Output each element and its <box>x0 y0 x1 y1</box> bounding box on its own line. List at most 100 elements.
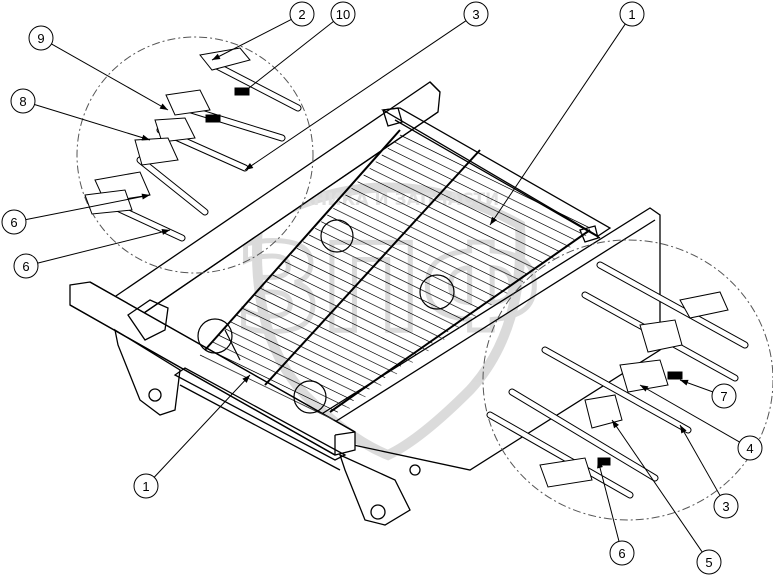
detail-circle-c <box>419 274 455 310</box>
leader-arrow-c4-right <box>640 385 649 392</box>
sieve-slat <box>387 148 575 240</box>
callout-c1-top: 1 <box>619 1 645 27</box>
left-clamps <box>84 47 251 215</box>
front-bracket <box>127 299 169 341</box>
leader-line-c9-left <box>51 43 169 111</box>
leader-line-c1-top <box>489 23 626 226</box>
callout-c6-bottom: 6 <box>609 540 635 566</box>
front-left-leg <box>114 328 181 416</box>
detail-circle-a <box>320 219 354 253</box>
back-bracket <box>382 107 403 127</box>
leader-line-c6-left-a <box>25 194 151 221</box>
detail-circle-b <box>197 318 233 354</box>
right-clamps <box>539 291 729 488</box>
callout-circle <box>619 1 645 27</box>
leader-arrow-c6-left-a <box>141 193 150 200</box>
sieve-slat-edge <box>385 156 571 248</box>
leader-arrow-c9-left <box>159 103 168 110</box>
sieve-slat <box>254 294 402 367</box>
callout-c1-bottom: 1 <box>133 473 159 499</box>
sieve-slat-edge <box>215 343 350 409</box>
rod-inner <box>487 412 633 498</box>
leader-arrow-c7-right <box>680 379 689 386</box>
leader-arrow-c8-left <box>141 134 150 141</box>
sieve-slat-edge <box>240 316 382 386</box>
sieve-slat-edge <box>312 236 476 317</box>
sieve-slat <box>290 254 449 332</box>
callout-circle <box>737 435 763 461</box>
sieve-slat <box>302 241 465 321</box>
callout-label: 9 <box>37 31 44 46</box>
callout-label: 4 <box>746 441 753 456</box>
sieve-slats <box>199 129 591 421</box>
sieve-slat <box>266 281 417 355</box>
sieve-slat-edge <box>203 356 335 421</box>
callout-c3-top: 3 <box>463 1 489 27</box>
leader-line-c10-top <box>239 21 334 96</box>
leader-line-c8-left <box>34 104 151 141</box>
callout-c7-right: 7 <box>711 383 737 409</box>
sieve-slat <box>218 334 354 402</box>
leader-line-c6-bottom <box>597 459 620 542</box>
watermark-logo: ЗПФ <box>236 220 541 359</box>
callout-circle <box>609 540 635 566</box>
callout-c3-right: 3 <box>713 493 739 519</box>
rod-inner <box>509 389 658 481</box>
callout-circle <box>713 493 739 519</box>
leader-arrow-c3-top <box>245 163 254 170</box>
callout-circle <box>289 1 315 27</box>
callout-label: 5 <box>705 555 712 570</box>
leader-line-c2-top <box>211 19 292 61</box>
callout-circle <box>13 253 39 279</box>
lower-tray <box>173 367 347 461</box>
callout-label: 1 <box>142 479 149 494</box>
frame-assembly <box>69 81 661 526</box>
rod-inner <box>137 157 208 215</box>
sieve-slat <box>230 321 370 390</box>
sieve-slat-edge <box>228 330 366 398</box>
callout-label: 3 <box>722 499 729 514</box>
callout-circle <box>711 383 737 409</box>
leader-arrow-c1-top <box>490 216 497 225</box>
sieve-slat-edge <box>300 250 461 329</box>
callout-c5-bottom: 5 <box>696 549 722 575</box>
sieve-rail <box>329 229 591 413</box>
detail-circles <box>197 219 455 414</box>
sieve-slat <box>314 228 480 309</box>
sieve-slat-edge <box>264 290 413 363</box>
rod-inner <box>212 62 301 111</box>
callout-c9-left: 9 <box>28 25 54 51</box>
sieve-slat <box>242 308 386 379</box>
sieve-slat-edge <box>373 170 555 260</box>
rod-inner <box>542 347 691 433</box>
sieve-slat-edge <box>397 143 587 237</box>
sieve-slat-edge <box>361 183 540 271</box>
callout-label: 10 <box>336 7 350 22</box>
leader-arrow-c6-bottom <box>597 460 603 469</box>
callout-label: 6 <box>618 546 625 561</box>
callout-label: 6 <box>22 259 29 274</box>
callout-c4-right: 4 <box>737 435 763 461</box>
callout-label: 7 <box>720 389 727 404</box>
sieve-slat-edge <box>288 263 445 340</box>
right-bracket <box>579 225 599 243</box>
leader-line-c3-right <box>679 424 721 496</box>
leader-line-c3-top <box>244 20 467 171</box>
sieve-slat-edge <box>252 303 398 375</box>
callout-c6-left-b: 6 <box>13 253 39 279</box>
callout-circle <box>28 25 54 51</box>
rod-inner <box>597 262 748 348</box>
leader-lines <box>25 19 740 553</box>
sieve-slat <box>327 214 496 298</box>
leader-line-c6-left-b <box>37 229 171 264</box>
left-detail-ellipse <box>76 36 314 274</box>
callout-circle <box>330 1 356 27</box>
leader-arrow-c3-right <box>680 425 687 434</box>
leader-line-c1-bottom <box>153 374 251 478</box>
callout-circle <box>463 1 489 27</box>
sieve-slat <box>363 174 543 263</box>
callout-label: 1 <box>628 7 635 22</box>
callout-circle <box>1 209 27 235</box>
